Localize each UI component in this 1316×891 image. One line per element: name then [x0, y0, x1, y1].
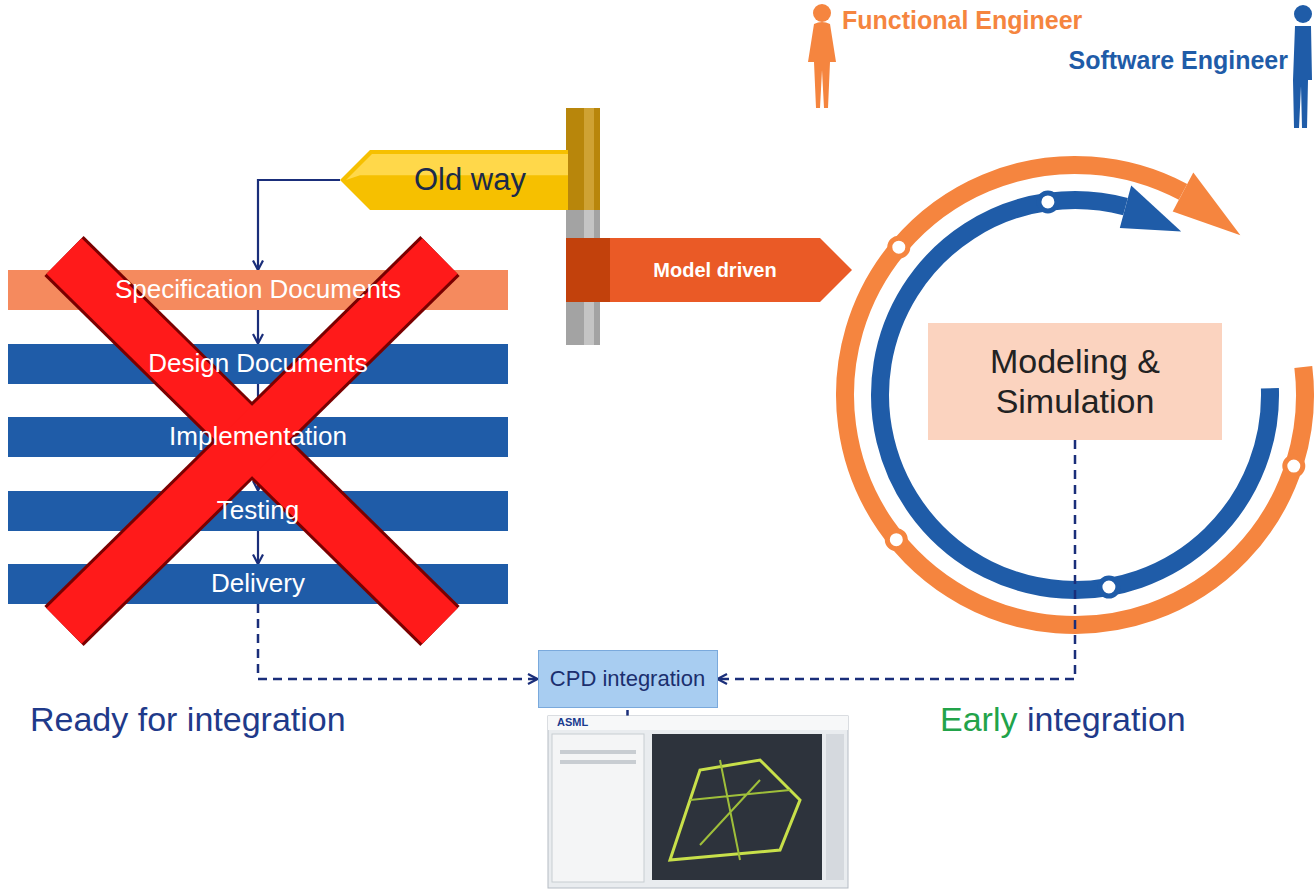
- software-engineer-figure: [1293, 5, 1312, 128]
- process-box: Implementation: [8, 417, 508, 457]
- cross-bar: [64, 256, 440, 626]
- lithography-machine: [548, 716, 848, 888]
- integration-arrow: [718, 440, 1076, 679]
- figure-head: [1294, 5, 1312, 23]
- integration-note: integration: [1027, 700, 1186, 739]
- machine-cabinet: [552, 734, 644, 882]
- iteration-cycle: [845, 165, 1305, 625]
- arrow-shade: [566, 238, 610, 302]
- role-name: Functional Engineer: [842, 6, 1082, 35]
- figure-body: [808, 22, 836, 108]
- flow-arrow: [258, 180, 340, 270]
- node-label: Modeling & Simulation: [940, 342, 1210, 420]
- node-label: Delivery: [211, 569, 305, 599]
- brand-logo: ASML: [557, 716, 588, 729]
- signpost-arrow: Old way: [340, 150, 568, 210]
- node-label: Testing: [217, 496, 299, 526]
- machine-vent: [560, 750, 636, 754]
- figure-head: [813, 4, 831, 22]
- orange-cycle-head: [1173, 173, 1241, 236]
- machine-window: [652, 734, 822, 880]
- blue-cycle-head: [1120, 185, 1181, 231]
- machine-interior: [670, 760, 800, 860]
- node-label: Specification Documents: [115, 275, 401, 305]
- flow-arrow: [257, 310, 259, 344]
- cycle-dot: [890, 238, 908, 256]
- cycle-dot: [887, 531, 905, 549]
- process-box: Design Documents: [8, 344, 508, 384]
- process-box: Testing: [8, 491, 508, 531]
- machine-interior: [690, 760, 790, 860]
- cycle-dot: [1039, 193, 1057, 211]
- flow-arrow: [257, 457, 259, 491]
- integration-box: CPD integration: [538, 650, 718, 708]
- arrow-shape: [566, 238, 852, 302]
- cross-bar: [64, 256, 440, 626]
- integration-note: Early: [940, 700, 1017, 739]
- figure-body: [1293, 26, 1312, 128]
- cycle-dot: [1285, 457, 1303, 475]
- integration-note: Ready for integration: [30, 700, 346, 739]
- node-label: Design Documents: [148, 349, 368, 379]
- process-box: Delivery: [8, 564, 508, 604]
- cross-outline: [64, 256, 440, 626]
- node-label: Implementation: [169, 422, 347, 452]
- signpost-arrow: Model driven: [566, 238, 852, 302]
- functional-engineer-figure: [808, 4, 836, 108]
- cycle-dot: [1100, 578, 1118, 596]
- role-name: Software Engineer: [1069, 46, 1289, 75]
- cross-outline: [64, 256, 440, 626]
- machine-top: [548, 716, 848, 730]
- node-label: CPD integration: [550, 666, 705, 691]
- flow-arrow: [257, 384, 259, 418]
- node-label: Old way: [414, 162, 526, 198]
- pole-highlight: [584, 108, 594, 210]
- machine-vent: [560, 760, 636, 764]
- signpost-pole: [566, 108, 600, 345]
- integration-arrow: [258, 604, 538, 679]
- pole-top: [566, 108, 600, 210]
- orange-cycle-ring: [845, 165, 1305, 625]
- activity-box: Modeling & Simulation: [928, 323, 1222, 440]
- arrow-shape: [340, 150, 568, 210]
- machine-side: [826, 734, 844, 880]
- node-label: Model driven: [653, 259, 776, 282]
- flow-arrow: [257, 531, 259, 565]
- machine-body: [548, 716, 848, 888]
- process-box: Specification Documents: [8, 270, 508, 310]
